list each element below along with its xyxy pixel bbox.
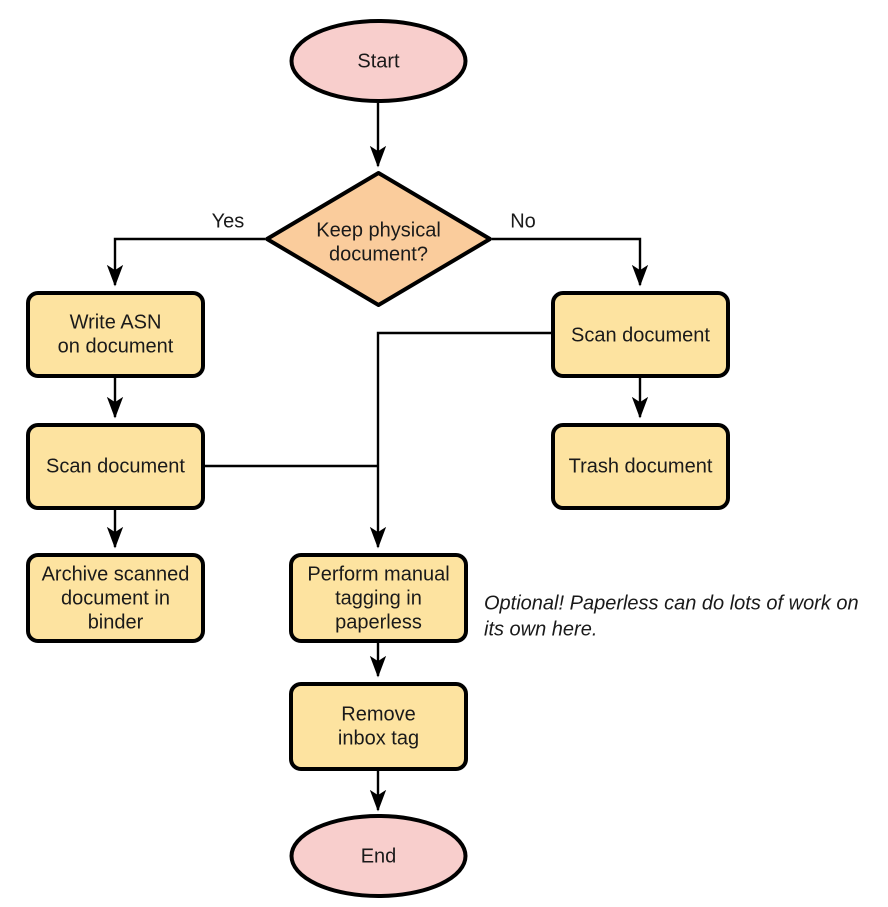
edge-scan-right-to-tagging xyxy=(369,331,552,549)
node-remove-inbox-tag[interactable]: Remove inbox tag xyxy=(289,682,468,771)
trash-document-label: Trash document xyxy=(569,455,713,477)
optional-note-line2: its own here. xyxy=(484,618,597,640)
node-end[interactable]: End xyxy=(289,814,468,898)
decision-diamond[interactable] xyxy=(265,171,492,307)
edge-label-no: No xyxy=(510,210,536,232)
edge-decision-yes-to-write-asn xyxy=(106,237,265,287)
edges-layer xyxy=(106,103,649,812)
end-label: End xyxy=(361,845,397,867)
node-perform-manual-tagging[interactable]: Perform manual tagging in paperless xyxy=(289,553,468,643)
node-scan-document-left[interactable]: Scan document xyxy=(26,423,205,510)
scan-document-left-box[interactable] xyxy=(26,423,205,510)
archive-box[interactable] xyxy=(26,553,205,643)
edge-label-yes: Yes xyxy=(212,210,245,232)
start-ellipse[interactable] xyxy=(289,19,468,103)
node-scan-document-right[interactable]: Scan document xyxy=(551,291,730,378)
write-asn-box[interactable] xyxy=(26,291,205,378)
tagging-label-line2: tagging in xyxy=(335,587,422,609)
node-decision-keep-physical-document[interactable]: Keep physical document? xyxy=(265,171,492,307)
archive-label-line3: binder xyxy=(88,611,144,633)
remove-inbox-tag-box[interactable] xyxy=(289,682,468,771)
annotation-optional-note: Optional! Paperless can do lots of work … xyxy=(484,592,859,640)
trash-document-box[interactable] xyxy=(551,423,730,510)
remove-inbox-label-line2: inbox tag xyxy=(338,727,419,749)
edge-decision-no-to-scan-right xyxy=(492,237,649,287)
scan-document-right-box[interactable] xyxy=(551,291,730,378)
scan-document-left-label: Scan document xyxy=(46,455,185,477)
node-trash-document[interactable]: Trash document xyxy=(551,423,730,510)
end-ellipse[interactable] xyxy=(289,814,468,898)
edge-labels-layer: Yes No xyxy=(212,210,536,232)
tagging-label-line1: Perform manual xyxy=(307,563,449,585)
decision-label-line2: document? xyxy=(329,243,428,265)
scan-document-right-label: Scan document xyxy=(571,324,710,346)
archive-label-line1: Archive scanned xyxy=(42,563,190,585)
write-asn-label-line1: Write ASN xyxy=(70,311,162,333)
decision-label-line1: Keep physical xyxy=(316,219,441,241)
start-label: Start xyxy=(357,50,400,72)
node-write-asn[interactable]: Write ASN on document xyxy=(26,291,205,378)
tagging-box[interactable] xyxy=(289,553,468,643)
remove-inbox-label-line1: Remove xyxy=(341,703,415,725)
node-archive-scanned-document[interactable]: Archive scanned document in binder xyxy=(26,553,205,643)
optional-note-line1: Optional! Paperless can do lots of work … xyxy=(484,592,859,614)
node-start[interactable]: Start xyxy=(289,19,468,103)
tagging-label-line3: paperless xyxy=(335,611,422,633)
archive-label-line2: document in xyxy=(61,587,170,609)
write-asn-label-line2: on document xyxy=(58,335,174,357)
